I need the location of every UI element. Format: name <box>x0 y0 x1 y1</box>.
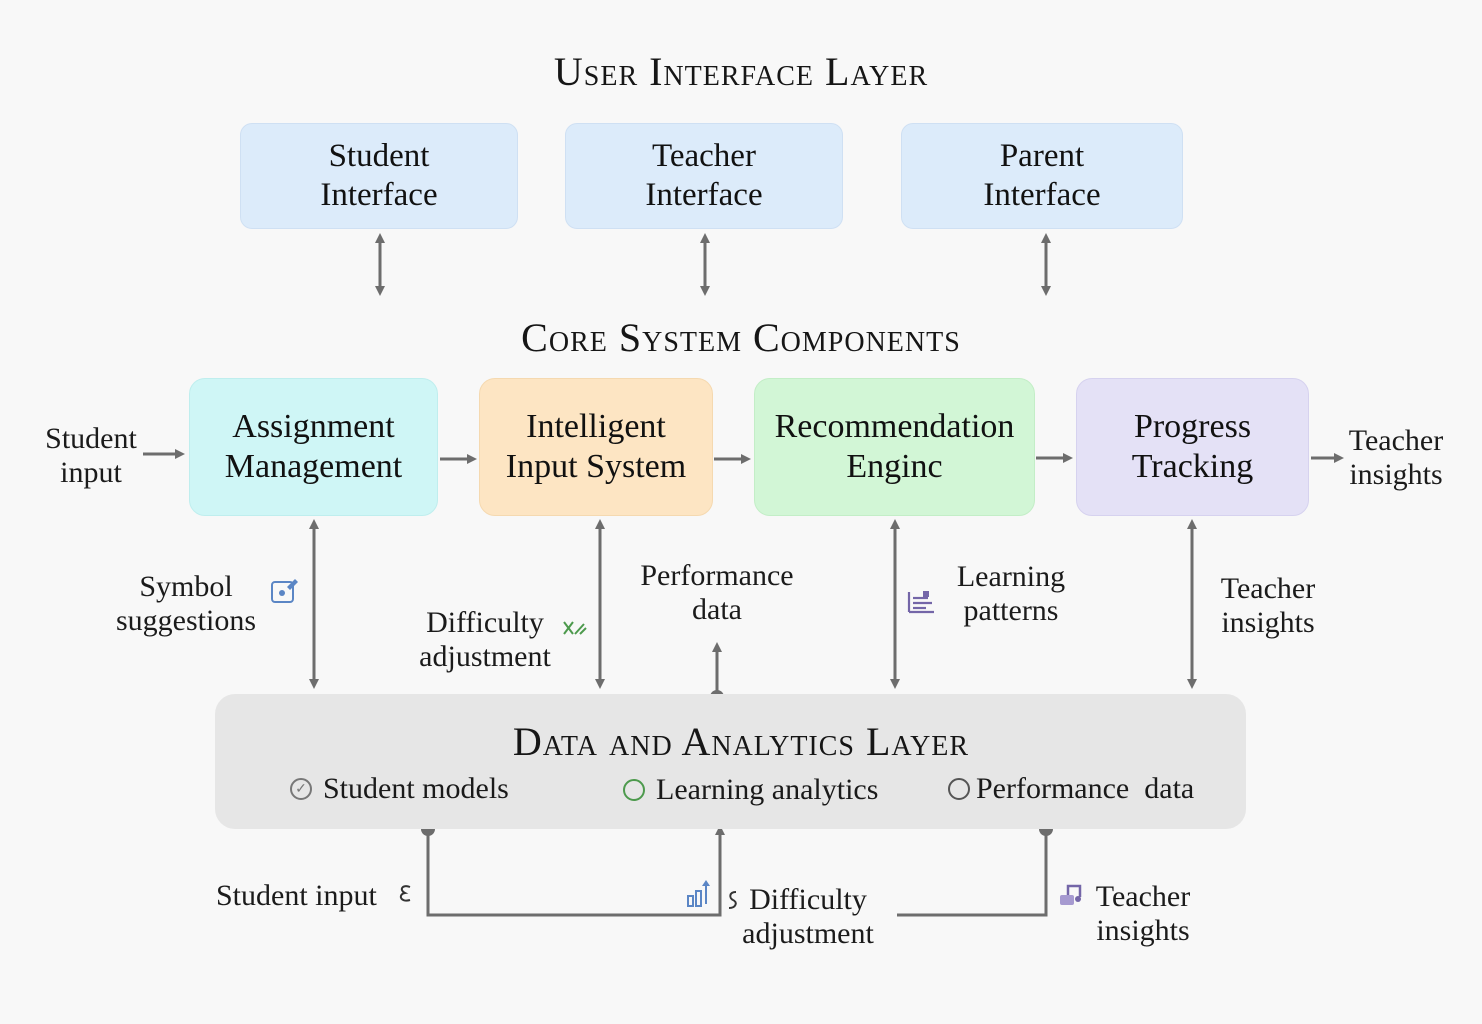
performance-data-item: Performance data <box>948 772 1194 806</box>
ui-layer-title: User Interface Layer <box>553 49 929 94</box>
data-layer-title: Data and Analytics Layer <box>512 719 970 764</box>
recommendation-engine-box[interactable]: Recommendation Enginc <box>754 378 1035 516</box>
learning-analytics-label: Learning analytics <box>656 773 879 806</box>
chart-list-icon <box>907 591 934 614</box>
music-note-icon <box>1060 884 1082 905</box>
parent-interface-box[interactable]: Parent Interface <box>901 123 1183 229</box>
bottom-student-input-label: Student input <box>216 879 377 912</box>
performance-data-label: Performance data <box>640 559 794 626</box>
bottom-difficulty-adjustment-label: Difficulty adjustment <box>742 883 874 950</box>
assignment-management-box[interactable]: Assignment Management <box>189 378 438 516</box>
student-models-item: ✓ Student models <box>290 772 509 806</box>
intelligent-input-box[interactable]: Intelligent Input System <box>479 378 713 516</box>
teacher-insights-label: Teacher insights <box>1348 424 1444 491</box>
data-analytics-panel <box>215 694 1246 829</box>
teacher-insights-conn-label: Teacher insights <box>1220 572 1316 639</box>
circle-icon <box>948 778 970 800</box>
check-circle-icon: ✓ <box>290 778 312 800</box>
bar-chart-up-icon <box>687 880 710 907</box>
performance-data-item-label: Performance data <box>976 772 1195 805</box>
loop-left <box>426 825 725 917</box>
learning-patterns-label: Learning patterns <box>956 560 1066 627</box>
student-input-label: Student input <box>45 422 137 489</box>
symbol-suggestions-label: Symbol suggestions <box>115 570 256 637</box>
epsilon-icon <box>399 885 411 902</box>
student-models-label: Student models <box>323 772 509 805</box>
scale-icon <box>563 621 587 635</box>
learning-analytics-item: Learning analytics <box>623 773 878 807</box>
progress-tracking-box[interactable]: Progress Tracking <box>1076 378 1309 516</box>
edit-note-icon <box>271 579 298 603</box>
teacher-interface-box[interactable]: Teacher Interface <box>565 123 843 229</box>
difficulty-adjustment-label: Difficulty adjustment <box>419 606 551 673</box>
s-curve-icon <box>728 891 737 909</box>
core-layer-title: Core System Components <box>521 315 961 360</box>
loop-right <box>897 829 1048 917</box>
bottom-teacher-insights-label: Teacher insights <box>1095 880 1191 947</box>
student-interface-box[interactable]: Student Interface <box>240 123 518 229</box>
green-circle-icon <box>623 779 645 801</box>
